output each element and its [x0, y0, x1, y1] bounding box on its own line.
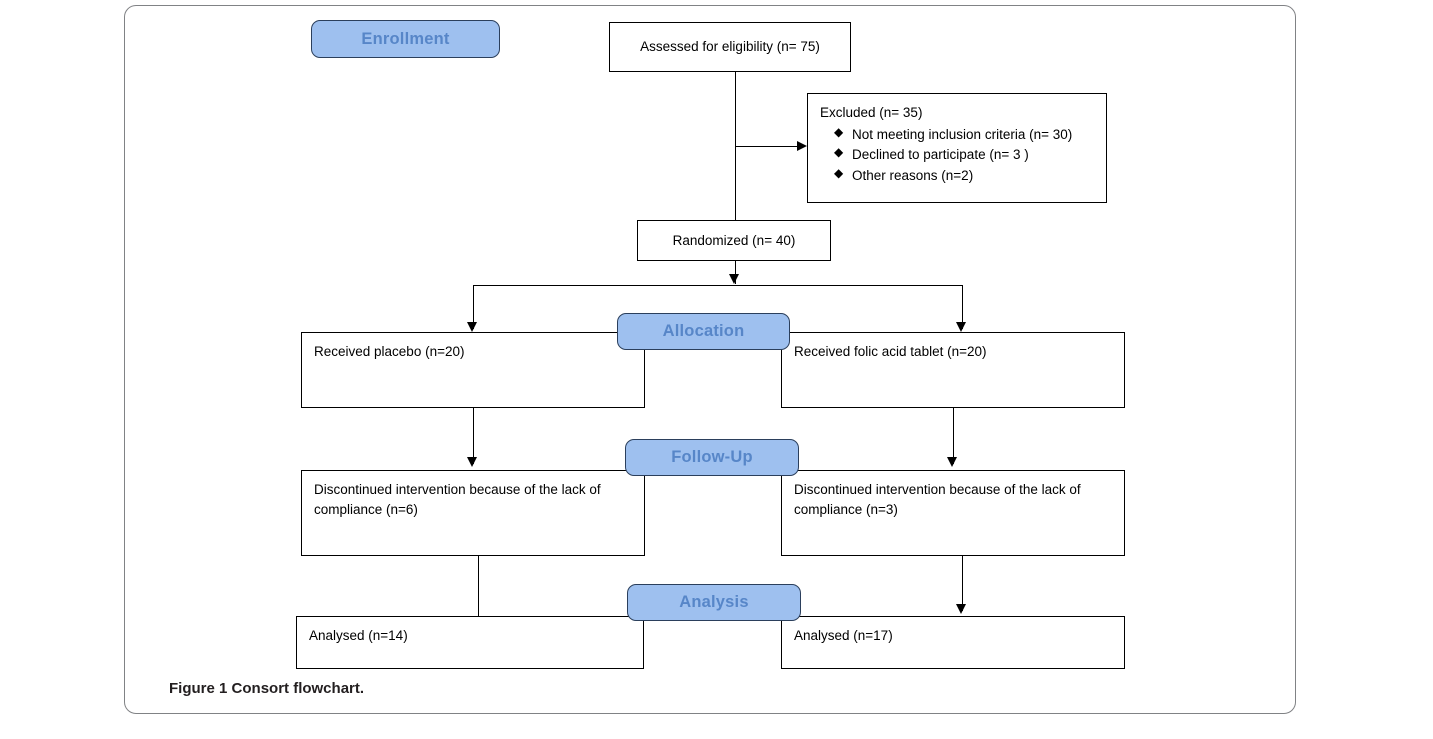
connector-split-to-placebo	[473, 285, 474, 329]
connector-to-excluded	[735, 146, 805, 147]
figure-caption: Figure 1 Consort flowchart.	[169, 680, 364, 697]
figure-caption-label: Figure 1	[169, 680, 228, 697]
node-excluded: Excluded (n= 35) ◆ Not meeting inclusion…	[807, 93, 1107, 203]
node-assessed-for-eligibility-label: Assessed for eligibility (n= 75)	[640, 39, 820, 55]
node-analysis-folic-acid-label: Analysed (n=17)	[794, 628, 893, 643]
arrowhead-split-to-placebo	[467, 322, 477, 332]
connector-placebo-to-followup	[473, 408, 474, 464]
node-excluded-reason-label: Declined to participate (n= 3 )	[852, 147, 1029, 163]
diamond-bullet-icon: ◆	[834, 145, 844, 160]
diamond-bullet-icon: ◆	[834, 165, 844, 180]
node-followup-folic-acid-label: Discontinued intervention because of the…	[794, 482, 1081, 517]
stage-pill-analysis: Analysis	[627, 584, 801, 621]
node-allocation-placebo-label: Received placebo (n=20)	[314, 344, 465, 359]
stage-pill-followup-label: Follow-Up	[671, 448, 753, 466]
arrowhead-split-to-folic-acid	[956, 322, 966, 332]
node-excluded-title: Excluded (n= 35)	[820, 105, 923, 120]
node-excluded-reason-label: Other reasons (n=2)	[852, 167, 974, 183]
node-allocation-placebo: Received placebo (n=20)	[301, 332, 645, 408]
list-item: ◆ Not meeting inclusion criteria (n= 30)	[834, 125, 1094, 145]
connector-folic-acid-to-analysis	[962, 556, 963, 611]
stage-pill-allocation-label: Allocation	[662, 322, 745, 340]
arrowhead-randomized-stub	[729, 274, 739, 284]
arrowhead-folic-acid-to-analysis	[956, 604, 966, 614]
arrowhead-folic-acid-to-followup	[947, 457, 957, 467]
arrowhead-placebo-to-followup	[467, 457, 477, 467]
figure-caption-text: Consort flowchart.	[231, 680, 365, 697]
node-allocation-folic-acid-label: Received folic acid tablet (n=20)	[794, 344, 987, 359]
connector-allocation-split-bar	[473, 285, 963, 286]
stage-pill-followup: Follow-Up	[625, 439, 799, 476]
connector-randomized-stub	[735, 261, 736, 284]
node-analysis-folic-acid: Analysed (n=17)	[781, 616, 1125, 669]
node-randomized: Randomized (n= 40)	[637, 220, 831, 261]
node-allocation-folic-acid: Received folic acid tablet (n=20)	[781, 332, 1125, 408]
node-assessed-for-eligibility: Assessed for eligibility (n= 75)	[609, 22, 851, 72]
node-followup-placebo-label: Discontinued intervention because of the…	[314, 482, 601, 517]
stage-pill-enrollment-label: Enrollment	[361, 29, 450, 48]
stage-pill-analysis-label: Analysis	[679, 593, 749, 611]
list-item: ◆ Other reasons (n=2)	[834, 166, 1094, 186]
arrowhead-to-excluded	[797, 141, 807, 151]
node-analysis-placebo-label: Analysed (n=14)	[309, 628, 408, 643]
diamond-bullet-icon: ◆	[834, 124, 844, 139]
list-item: ◆ Declined to participate (n= 3 )	[834, 145, 1094, 165]
node-analysis-placebo: Analysed (n=14)	[296, 616, 644, 669]
stage-pill-enrollment: Enrollment	[311, 20, 500, 58]
connector-folic-acid-to-followup	[953, 408, 954, 464]
node-excluded-reason-list: ◆ Not meeting inclusion criteria (n= 30)…	[820, 125, 1094, 186]
connector-placebo-to-analysis	[478, 556, 479, 616]
connector-split-to-folic-acid	[962, 285, 963, 329]
node-followup-folic-acid: Discontinued intervention because of the…	[781, 470, 1125, 556]
node-randomized-label: Randomized (n= 40)	[672, 232, 796, 248]
node-excluded-reason-label: Not meeting inclusion criteria (n= 30)	[852, 126, 1073, 142]
node-followup-placebo: Discontinued intervention because of the…	[301, 470, 645, 556]
stage-pill-allocation: Allocation	[617, 313, 790, 350]
